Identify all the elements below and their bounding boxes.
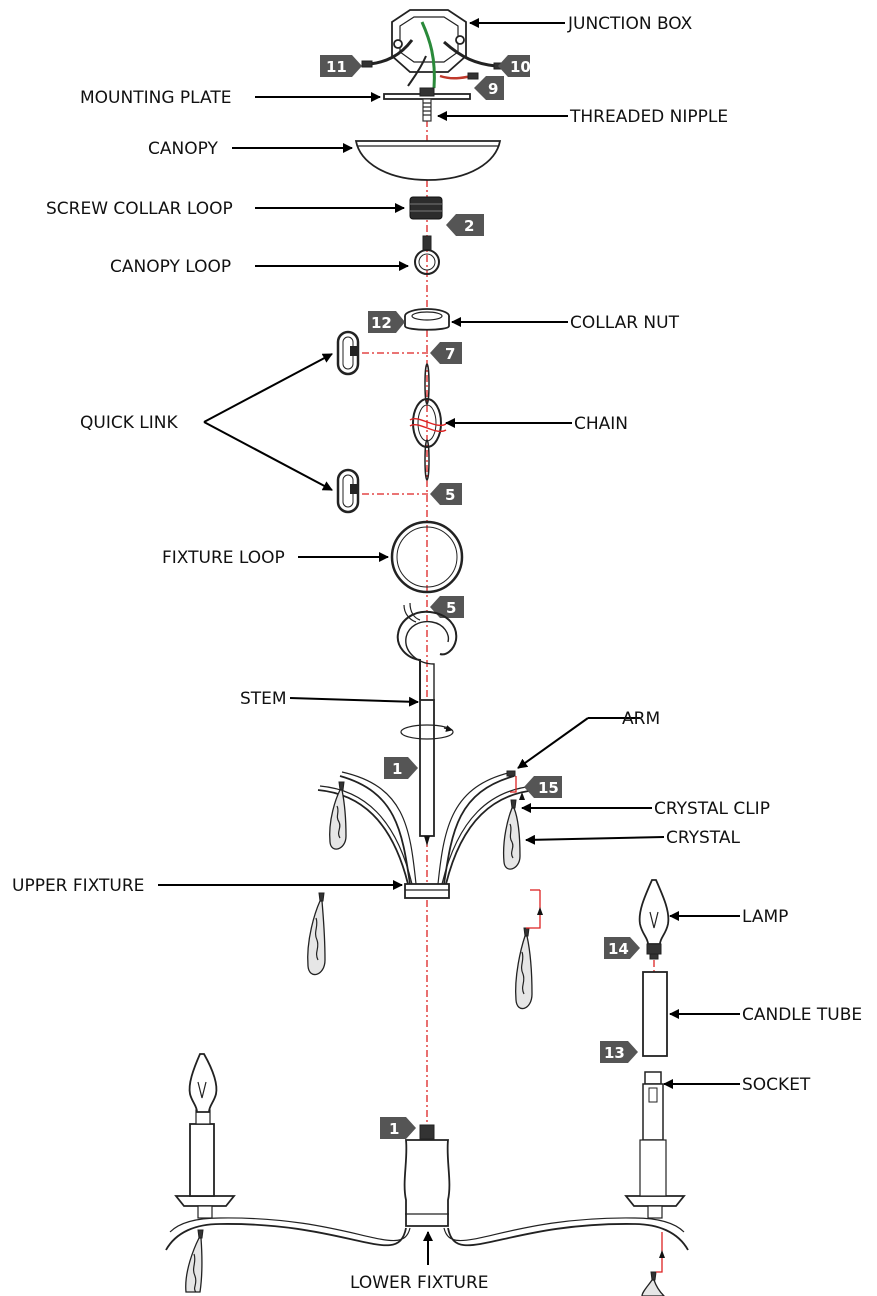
arm-label: ARM: [622, 709, 660, 729]
svg-text:10: 10: [510, 58, 531, 76]
stem-label: STEM: [240, 689, 287, 709]
canopy-loop-label: CANOPY LOOP: [110, 257, 231, 277]
step-tag-12: 12: [368, 311, 405, 333]
svg-text:5: 5: [446, 599, 456, 617]
canopy-loop: [414, 235, 440, 275]
step-tag-15: 15: [524, 776, 562, 798]
chain-label: CHAIN: [574, 414, 628, 434]
collar-nut-label: COLLAR NUT: [570, 313, 680, 333]
crystal-lower-right: [641, 1271, 665, 1296]
mounting-plate: [383, 87, 471, 100]
lower-fixture: [165, 1124, 689, 1251]
crystal-upper-left: [329, 781, 347, 850]
svg-text:1: 1: [392, 760, 402, 778]
step-tag-1-lower: 1: [380, 1117, 416, 1139]
junction-box: [361, 9, 505, 89]
upper-fixture: [317, 771, 537, 899]
socket-label: SOCKET: [742, 1075, 811, 1095]
crystal-clip-label: CRYSTAL CLIP: [654, 799, 770, 819]
svg-text:12: 12: [371, 314, 392, 332]
candle-tube-label: CANDLE TUBE: [742, 1005, 862, 1025]
lower-fixture-label: LOWER FIXTURE: [350, 1273, 489, 1293]
canopy-label: CANOPY: [148, 139, 218, 159]
stem: [396, 602, 458, 837]
svg-text:5: 5: [445, 486, 455, 504]
candle-cup-right: [624, 1139, 686, 1219]
canopy: [354, 140, 502, 181]
crystal-mid-right: [515, 927, 533, 1010]
chain: [409, 363, 447, 481]
svg-text:13: 13: [604, 1044, 625, 1062]
candle-tube: [642, 971, 668, 1057]
threaded-nipple-label: THREADED NIPPLE: [569, 107, 728, 127]
threaded-nipple: [422, 98, 432, 122]
svg-text:15: 15: [538, 779, 559, 797]
junction-box-label: JUNCTION BOX: [567, 14, 693, 34]
lamp: [638, 879, 670, 960]
upper-fixture-label: UPPER FIXTURE: [12, 876, 144, 896]
screw-collar-loop-label: SCREW COLLAR LOOP: [46, 199, 233, 219]
svg-text:1: 1: [389, 1120, 399, 1138]
svg-text:7: 7: [445, 345, 455, 363]
quick-link-lower: [336, 468, 360, 514]
step-tag-7: 7: [430, 342, 462, 364]
quick-link-upper: [336, 330, 360, 376]
crystal-mid-left: [307, 892, 326, 976]
crystal-upper-right: [502, 799, 521, 870]
step-tag-14: 14: [604, 937, 640, 959]
fixture-loop: [390, 520, 464, 594]
step-tag-9: 9: [474, 76, 504, 100]
crystal-lower-left: [185, 1229, 204, 1293]
step-tag-5-upper: 5: [430, 483, 462, 505]
screw-collar-loop: [409, 196, 443, 220]
mounting-plate-label: MOUNTING PLATE: [80, 88, 231, 108]
crystal-label: CRYSTAL: [666, 828, 740, 848]
svg-text:9: 9: [488, 80, 498, 98]
lamp-label: LAMP: [742, 907, 788, 927]
step-tag-2: 2: [446, 214, 484, 236]
fixture-loop-label: FIXTURE LOOP: [162, 548, 285, 568]
candle-left: [174, 1053, 236, 1219]
step-tag-10: 10: [498, 55, 531, 77]
collar-nut: [404, 308, 450, 331]
step-tag-13: 13: [600, 1041, 638, 1063]
svg-text:11: 11: [326, 58, 347, 76]
step-tag-11: 11: [320, 55, 362, 77]
quick-link-label: QUICK LINK: [80, 413, 178, 433]
svg-text:2: 2: [464, 217, 474, 235]
step-tag-1-upper: 1: [384, 757, 418, 779]
socket: [642, 1071, 664, 1141]
step-tag-5-lower: 5: [430, 596, 464, 618]
svg-text:14: 14: [608, 940, 629, 958]
